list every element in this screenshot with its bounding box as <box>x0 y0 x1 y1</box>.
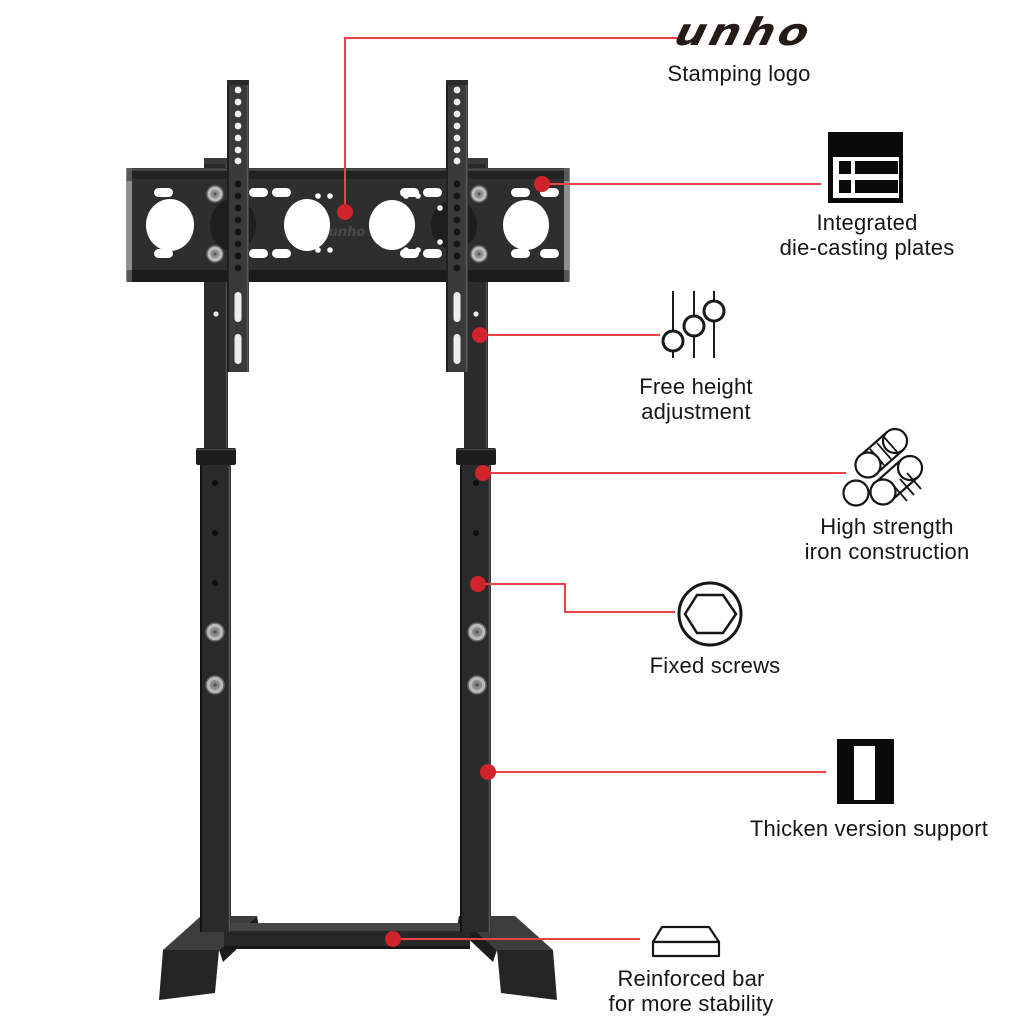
callout-dots <box>337 176 550 947</box>
label-line: Fixed screws <box>649 653 781 678</box>
die-casting-plates-label: Integrated die-casting plates <box>780 210 955 260</box>
stamping-logo-label: Stamping logo <box>667 61 810 86</box>
fixed-screws-label: Fixed screws <box>650 653 781 678</box>
plate-vesa-holes <box>293 193 443 253</box>
die-casting-plates-icon <box>828 132 903 203</box>
label-line: iron construction <box>804 539 970 564</box>
callout-line-stamping <box>344 37 678 212</box>
callout-dot-stamping <box>337 204 353 220</box>
thick-tube-profile-icon <box>837 739 894 804</box>
label-line: for more stability <box>608 991 774 1016</box>
reinforced-bar-icon <box>651 925 721 958</box>
label-line: Reinforced bar <box>617 966 765 991</box>
crossbar <box>224 923 470 949</box>
label-line: die-casting plates <box>779 235 955 260</box>
label-line: Free height <box>639 374 753 399</box>
plate-bolts <box>206 185 488 263</box>
left-vesa-rail <box>227 80 249 372</box>
reinforced-bar-label: Reinforced bar for more stability <box>609 966 774 1016</box>
right-fixing-screws <box>467 622 487 695</box>
label-line: High strength <box>820 514 954 539</box>
plate-slots-bottom <box>154 249 559 258</box>
callout-lines <box>344 37 846 940</box>
right-vesa-rail <box>446 80 468 372</box>
height-sliders-icon <box>661 291 726 358</box>
height-adjustment-label: Free height adjustment <box>639 374 753 424</box>
thicken-support-label: Thicken version support <box>750 816 988 841</box>
unho-logo: unho <box>670 10 818 54</box>
right-lower-column <box>456 448 496 932</box>
callout-dot-support <box>480 764 496 780</box>
callout-line-screws <box>478 583 675 613</box>
callout-dot-height <box>472 327 488 343</box>
callout-dot-iron <box>475 465 491 481</box>
left-fixing-screws <box>205 622 225 695</box>
right-clamp-collar <box>456 448 496 465</box>
plate-engraving: unho <box>329 225 366 240</box>
plate-slots-top <box>154 188 559 197</box>
hex-socket-screw-icon <box>677 581 743 647</box>
left-clamp-collar <box>196 448 236 465</box>
callout-dot-screws <box>470 576 486 592</box>
callout-dot-bar <box>385 931 401 947</box>
iron-construction-label: High strength iron construction <box>805 514 970 564</box>
left-lower-column <box>196 448 236 932</box>
label-line: adjustment <box>641 399 751 424</box>
label-line: Integrated <box>816 210 918 235</box>
iron-pipes-icon <box>842 427 924 507</box>
base <box>159 916 557 1000</box>
label-line: Thicken version support <box>749 816 989 841</box>
mounting-plate: unho <box>126 168 570 282</box>
label-line: Stamping logo <box>667 61 811 86</box>
callout-dot-plates <box>534 176 550 192</box>
